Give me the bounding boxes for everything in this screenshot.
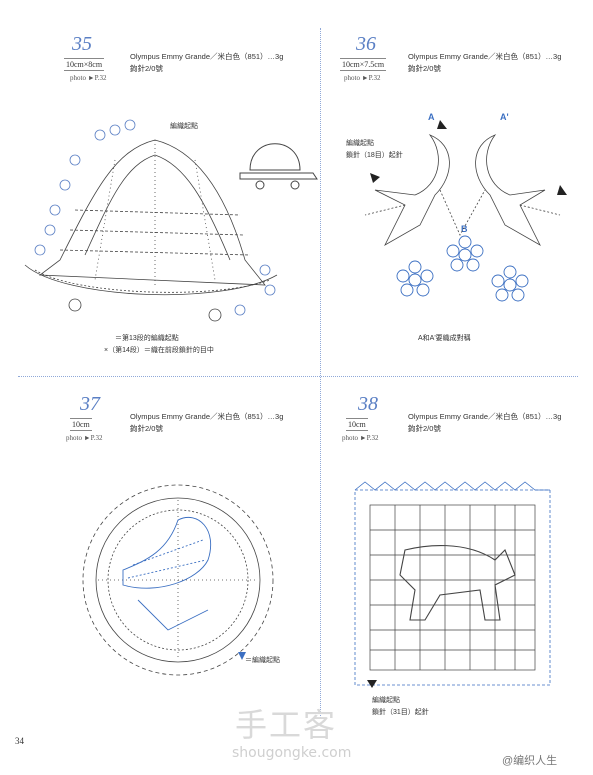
hook-info: 鉤針2/0號	[408, 64, 441, 73]
pattern-number: 38	[358, 393, 378, 415]
note-1: ＝第13段的編織起點	[115, 335, 179, 342]
photo-ref: photo ►P.32	[66, 434, 103, 442]
chain-label: 鎖針（31目）起針	[372, 709, 429, 716]
yarn-info: Olympus Emmy Grande／米白色（851）…3g	[130, 412, 284, 421]
hook-info: 鉤針2/0號	[130, 424, 163, 433]
yarn-info: Olympus Emmy Grande／米白色（851）…3g	[408, 52, 562, 61]
crochet-chart-37	[82, 484, 274, 676]
photo-ref: photo ►P.32	[70, 74, 107, 82]
photo-ref: photo ►P.32	[344, 74, 381, 82]
hook-info: 鉤針2/0號	[408, 424, 441, 433]
start-label: 編織起點	[346, 140, 374, 147]
start-label: ＝編織起點	[245, 657, 280, 664]
pattern-size: 10cm×7.5cm	[340, 58, 387, 71]
hook-info: 鉤針2/0號	[130, 64, 163, 73]
start-label: 編織起點	[170, 123, 198, 130]
crochet-chart-36	[364, 120, 567, 302]
label-b: B	[461, 224, 468, 234]
pattern-size: 10cm	[346, 418, 368, 431]
yarn-info: Olympus Emmy Grande／米白色（851）…3g	[130, 52, 284, 61]
chain-label: 鎖針（18目）起針	[346, 152, 403, 159]
start-label: 編織起點	[372, 697, 400, 704]
photo-ref: photo ►P.32	[342, 434, 379, 442]
crochet-chart-35	[24, 119, 318, 322]
pattern-number: 37	[80, 393, 100, 415]
yarn-info: Olympus Emmy Grande／米白色（851）…3g	[408, 412, 562, 421]
watermark-logo-cn: 手工客	[235, 706, 338, 744]
weibo-handle: @编织人生	[502, 755, 558, 767]
label-a-prime: A'	[500, 112, 509, 122]
pattern-size: 10cm	[70, 418, 92, 431]
note-2: ×（第14段）＝織在前段鎖針的目中	[104, 347, 214, 354]
pattern-size: 10cm×8cm	[64, 58, 105, 71]
note: A和A'要織成對稱	[418, 335, 471, 342]
page-number: 34	[15, 736, 24, 746]
label-a: A	[428, 112, 435, 122]
pattern-number: 36	[356, 33, 376, 55]
pattern-number: 35	[72, 33, 92, 55]
vertical-divider	[320, 28, 321, 718]
crochet-chart-38	[354, 481, 551, 688]
watermark-logo-en: shougongke.com	[232, 745, 352, 761]
horizontal-divider	[18, 376, 578, 377]
